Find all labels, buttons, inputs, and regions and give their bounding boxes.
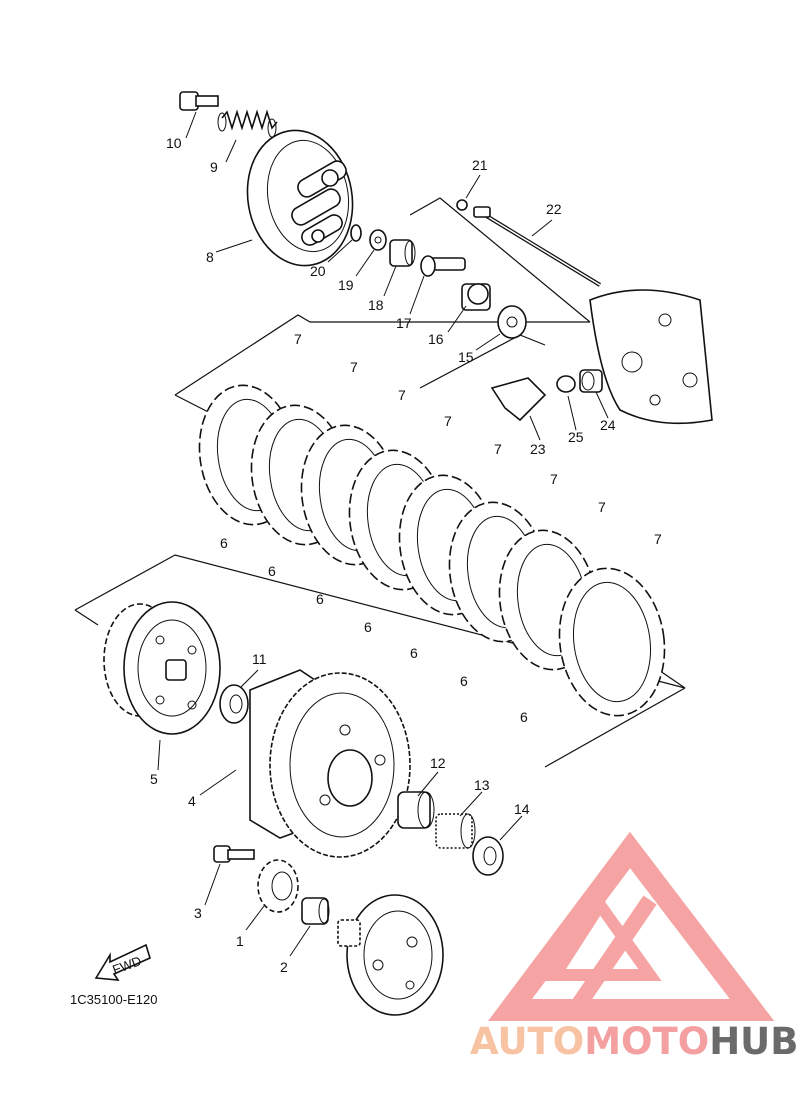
label-8: 8 [206,249,214,265]
diagram-code: 1C35100-E120 [70,992,157,1007]
label-6: 6 [410,645,418,661]
label-25: 25 [568,429,584,445]
label-2: 2 [280,959,288,975]
label-11: 11 [252,651,267,667]
label-22: 22 [546,201,562,217]
label-19: 19 [338,277,354,293]
leader-lines [157,111,609,957]
label-23: 23 [530,441,546,457]
label-20: 20 [310,263,326,279]
primary-drive-gear [257,859,299,913]
pushrod-small-parts [350,224,527,339]
forward-arrow-icon: FWD [94,943,151,981]
washer [472,836,504,876]
label-7: 7 [350,359,358,375]
label-17: 17 [396,315,412,331]
label-9: 9 [210,159,218,175]
label-16: 16 [428,331,444,347]
fwd-label: FWD [110,953,143,977]
watermark-text: AUTOMOTOHUB [470,1020,798,1063]
crankcase-fragment [589,289,713,425]
friction-plate [558,567,666,717]
thrust-washer [219,684,249,724]
clutch-boss [249,669,411,858]
label-7: 7 [494,441,502,457]
clutch-plate-stack [198,384,666,717]
label-6: 6 [220,535,228,551]
watermark-auto: AUTO [470,1020,584,1063]
label-6: 6 [364,619,372,635]
label-7: 7 [598,499,606,515]
spacer-collar [301,897,330,925]
label-21: 21 [472,157,488,173]
svg-text:AUTOMOTOHUB: AUTOMOTOHUB [470,1020,798,1063]
watermark-hub: HUB [709,1020,798,1063]
pushrod [456,199,602,287]
label-4: 4 [188,793,196,809]
pressure-plate [246,129,354,267]
label-1: 1 [236,933,244,949]
push-lever-assembly [490,369,603,422]
part-labels: 10 9 8 20 19 18 17 16 15 21 22 23 25 24 … [150,135,662,975]
label-7: 7 [294,331,302,347]
needle-bearing [435,813,476,849]
label-7: 7 [398,387,406,403]
label-24: 24 [600,417,616,433]
label-10: 10 [166,135,182,151]
clutch-housing-gear [103,601,221,735]
starter-clutch-housing [337,894,444,1016]
label-6: 6 [316,591,324,607]
label-6: 6 [268,563,276,579]
watermark-moto: MOTO [584,1020,709,1063]
label-7: 7 [550,471,558,487]
label-13: 13 [474,777,490,793]
label-15: 15 [458,349,474,365]
label-3: 3 [194,905,202,921]
label-18: 18 [368,297,384,313]
label-12: 12 [430,755,446,771]
label-6: 6 [460,673,468,689]
collar [397,791,435,829]
label-5: 5 [150,771,158,787]
automotohub-logo-icon [488,831,775,1021]
clutch-spring [217,109,278,138]
label-7: 7 [444,413,452,429]
label-6: 6 [520,709,528,725]
label-7: 7 [654,531,662,547]
primary-drive-bolt [213,845,255,863]
spring-bolt [179,91,219,111]
label-14: 14 [514,801,530,817]
